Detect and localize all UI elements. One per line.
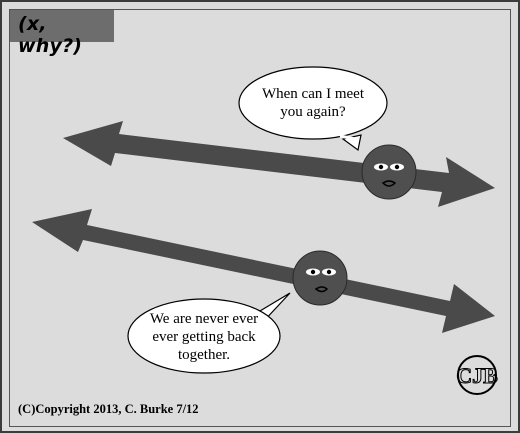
top-speech-bubble [238, 66, 388, 152]
top-ball-eyes [374, 163, 404, 171]
bottom-bubble-text: We are never ever ever getting back toge… [149, 311, 259, 363]
title-box: (x, why?) [9, 9, 114, 57]
top-bubble-text: When can I meet you again? [261, 86, 365, 120]
bottom-ball-eyes [306, 268, 336, 276]
top-line-arrow [63, 121, 495, 207]
bottom-ball-mouth [314, 286, 329, 293]
copyright-notice: (C)Copyright 2013, C. Burke 7/12 [18, 402, 199, 416]
inner-frame [9, 9, 511, 427]
svg-text:CJB: CJB [456, 363, 498, 388]
cjb-monogram-icon: CJB [456, 355, 499, 395]
top-ball-character [361, 144, 417, 200]
top-ball-mouth [381, 180, 397, 187]
bottom-ball-character [292, 250, 348, 306]
bottom-line-arrow [32, 209, 495, 333]
bottom-speech-bubble [127, 292, 291, 374]
comic-title: (x, why?) [18, 13, 83, 57]
